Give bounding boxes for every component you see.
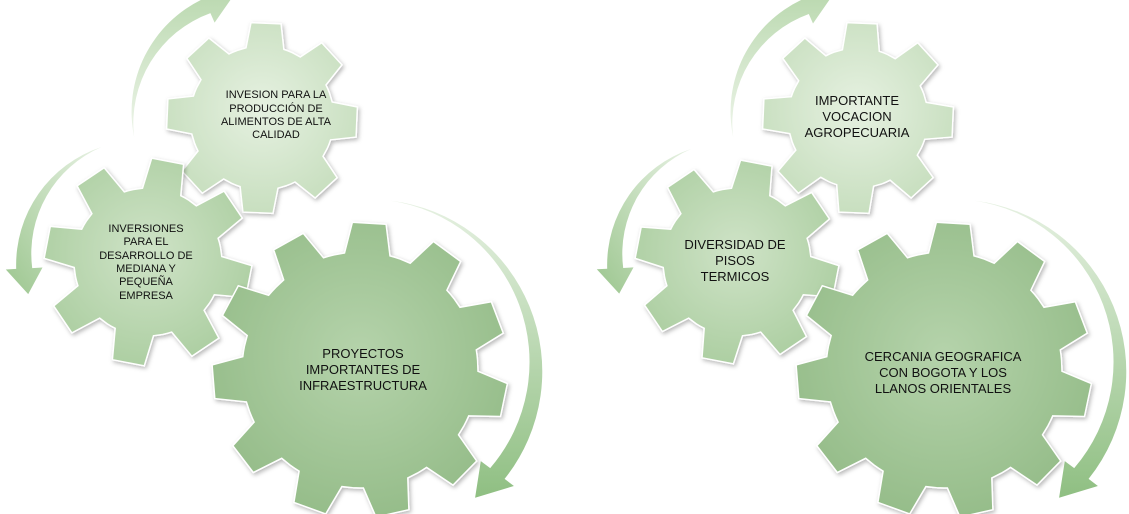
gear-label-right-middle: DIVERSIDAD DE PISOS TERMICOS (660, 230, 810, 292)
label-line: PISOS (715, 253, 755, 269)
label-line: PEQUEÑA (119, 276, 173, 289)
gear-icon (43, 157, 253, 367)
gear-label-left-large: PROYECTOS IMPORTANTES DE INFRAESTRUCTURA (278, 338, 448, 402)
label-line: EMPRESA (119, 289, 173, 302)
gear-label-left-middle: INVERSIONES PARA EL DESARROLLO DE MEDIAN… (76, 210, 216, 316)
label-line: INFRAESTRUCTURA (299, 377, 427, 393)
gear-label-right-top: IMPORTANTE VOCACION AGROPECUARIA (782, 86, 932, 148)
label-line: INVERSIONES (108, 222, 184, 235)
label-line: PRODUCCIÓN DE (229, 102, 323, 115)
label-line: MEDIANA Y (116, 263, 176, 275)
gear-icon (634, 159, 840, 365)
label-line: CALIDAD (252, 129, 300, 142)
label-line: AGROPECUARIA (804, 124, 910, 140)
curved-arrow-left (5, 147, 102, 295)
label-line: PROYECTOS (322, 346, 404, 362)
curved-arrow-left (596, 148, 692, 294)
label-line: IMPORTANTES DE (305, 362, 421, 378)
label-line: PARA EL (123, 236, 169, 249)
label-line: CERCANIA GEOGRAFICA (864, 349, 1022, 365)
label-line: INVESION PARA LA (225, 89, 327, 102)
gear-icon (165, 21, 359, 215)
label-line: DIVERSIDAD DE (684, 237, 786, 253)
curved-arrow-up (730, 0, 830, 138)
gear-icon (211, 221, 509, 514)
label-line: CON BOGOTA Y LOS (879, 365, 1007, 381)
label-line: ALIMENTOS DE ALTA (220, 116, 332, 128)
gear-icon (761, 21, 955, 215)
label-line: IMPORTANTE (814, 93, 900, 109)
gear-label-left-top: INVESION PARA LA PRODUCCIÓN DE ALIMENTOS… (192, 80, 360, 152)
label-line: VOCACION (822, 109, 892, 125)
gear-icon (795, 221, 1093, 514)
curved-arrow-up (131, 0, 231, 138)
label-line: LLANOS ORIENTALES (874, 380, 1012, 396)
label-line: DESARROLLO DE (99, 249, 193, 262)
gear-label-right-large: CERCANIA GEOGRAFICA CON BOGOTA Y LOS LLA… (848, 342, 1038, 404)
label-line: TERMICOS (700, 268, 770, 284)
